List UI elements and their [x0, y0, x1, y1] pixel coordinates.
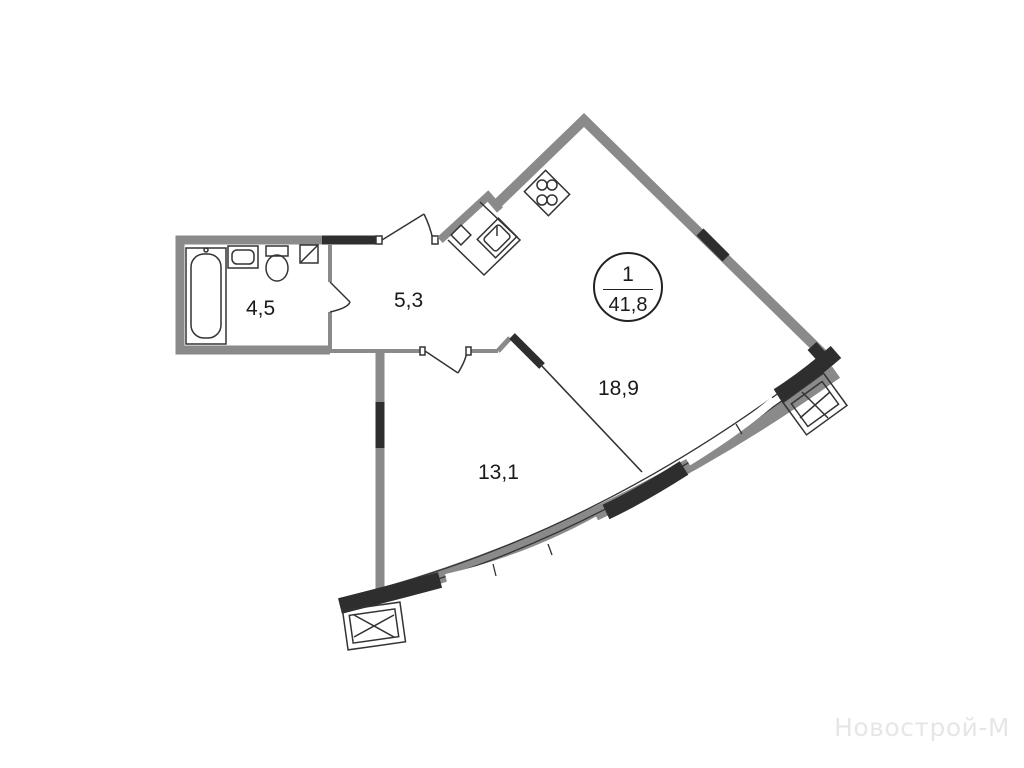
- kitchen-niche-inner: [447, 201, 522, 277]
- living-wall-dark-segment: [696, 228, 730, 262]
- bedroom-area-label: 13,1: [478, 461, 519, 484]
- living-area-label: 18,9: [598, 377, 639, 400]
- badge-divider: [603, 289, 653, 290]
- window-living: [685, 397, 777, 466]
- living-room-walls: [492, 113, 829, 360]
- watermark: Новострой-М: [834, 713, 1010, 742]
- cooktop-icon: [523, 169, 571, 217]
- vent-box-left: [341, 601, 407, 651]
- apartment-badge: 1 41,8: [593, 252, 663, 322]
- toilet-icon: [265, 245, 289, 282]
- partition-stub-dark: [509, 333, 545, 369]
- sink-icon: [227, 245, 259, 269]
- bathroom-door: [329, 281, 351, 313]
- hall-area-label: 5,3: [394, 289, 424, 312]
- window-bedroom: [445, 516, 600, 582]
- bedroom-door: [419, 346, 472, 374]
- partition-dark: [496, 336, 512, 353]
- bedroom-partition-line: [539, 363, 643, 473]
- bathroom-walls: [175, 235, 330, 355]
- shelf-icon: [299, 244, 319, 264]
- facade-glass-line: [387, 367, 827, 595]
- kitchen-niche-walls: [437, 190, 504, 243]
- total-area: 41,8: [608, 294, 648, 316]
- bathtub-icon: [185, 247, 227, 345]
- kitchen-sink-icon: [476, 217, 518, 259]
- entrance-door: [375, 213, 439, 245]
- vent-box-right: [781, 372, 849, 436]
- facade-piers: [338, 345, 842, 614]
- bathroom-area-label: 4,5: [246, 297, 276, 320]
- facade-inner-line: [381, 361, 821, 589]
- room-count: 1: [622, 263, 634, 286]
- window-mullions: [492, 423, 743, 577]
